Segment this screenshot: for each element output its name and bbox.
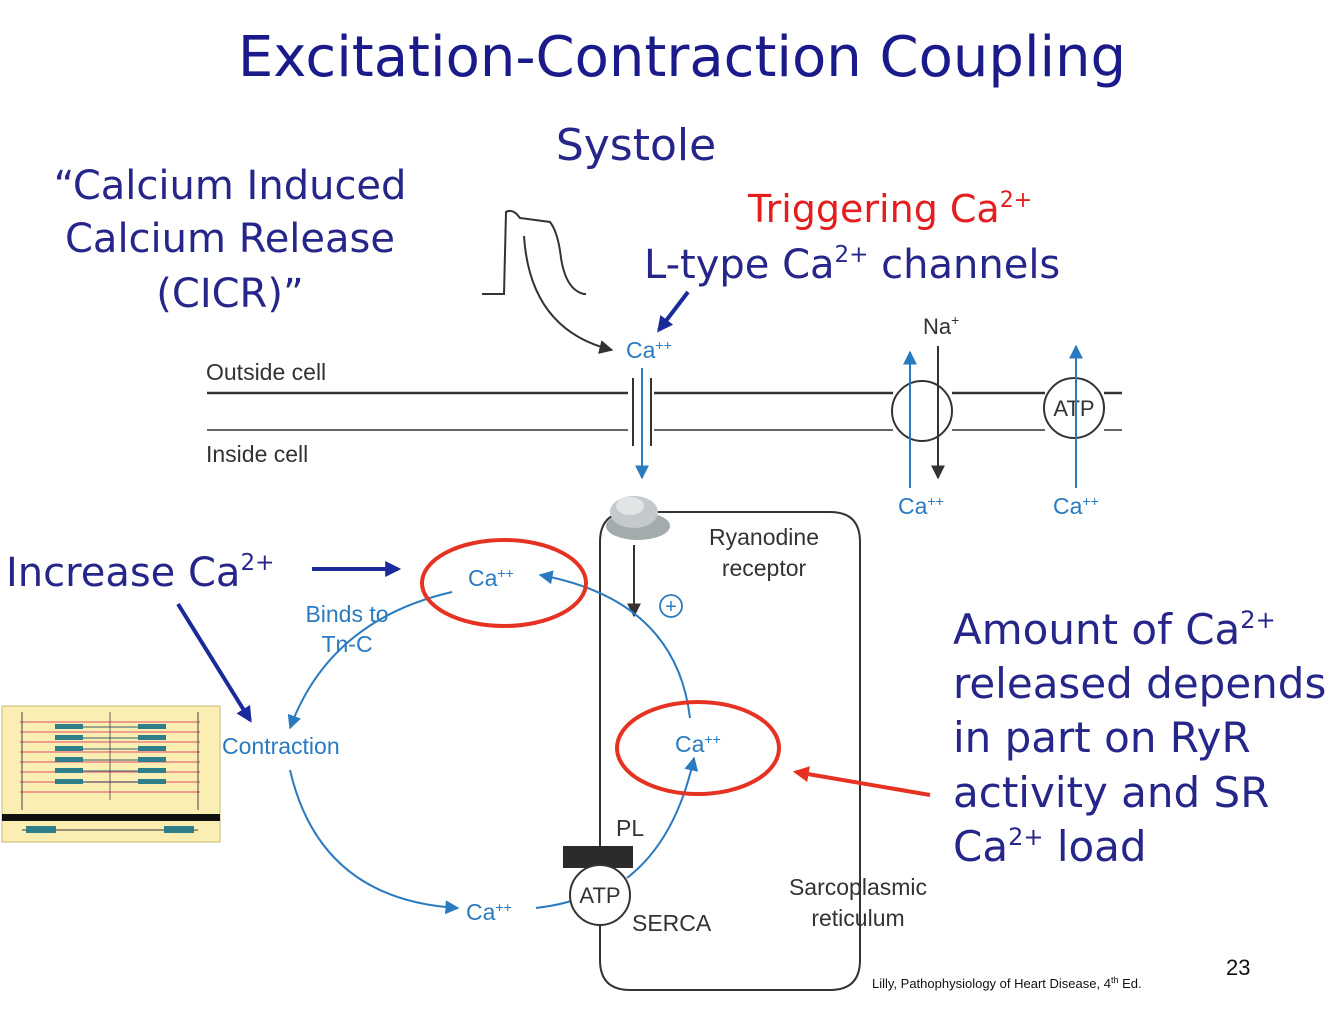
l-type-annotation-arrow: [657, 290, 690, 333]
triggering-ca-label: Triggering Ca2+: [747, 187, 1032, 231]
relaxation-arrow: [289, 769, 460, 915]
sr-label-1: Sarcoplasmic: [789, 874, 927, 900]
amount-line-3: in part on RyR: [953, 713, 1251, 762]
serca-pump: [569, 864, 631, 926]
cytosolic-ca-label: Ca++: [468, 565, 514, 591]
exchanger-ca-label: Ca++: [898, 493, 944, 519]
cicr-line-2: Calcium Release: [65, 216, 395, 262]
binds-tnc-arrow: [287, 591, 453, 730]
serca-uptake-arrow: [626, 756, 699, 879]
increase-ca-label: Increase Ca2+: [6, 550, 274, 596]
amount-line-5: Ca2+ load: [953, 822, 1147, 871]
l-type-channel: [632, 378, 652, 446]
amount-line-1-superscript: 2+: [1240, 606, 1275, 634]
pmca-atp-label: ATP: [1053, 396, 1094, 421]
cicr-line-3: (CICR)”: [156, 271, 303, 317]
sr-load-annotation-arrow: [792, 766, 931, 797]
ca-entry-label: Ca++: [626, 337, 672, 363]
positive-feedback-icon: [659, 594, 683, 618]
triggering-ca-text: Triggering Ca: [747, 187, 1000, 231]
contraction-annotation-arrow: [176, 602, 252, 723]
ca-to-serca-line: [535, 899, 575, 909]
positive-feedback-sign: +: [665, 596, 677, 618]
systole-subtitle: Systole: [556, 120, 716, 171]
recycled-ca-label: Ca++: [466, 899, 512, 925]
amount-line-1: Amount of Ca2+: [953, 605, 1276, 654]
citation: Lilly, Pathophysiology of Heart Disease,…: [872, 975, 1142, 991]
na-ion-label: Na+: [923, 312, 959, 339]
pl-label: PL: [616, 815, 644, 841]
l-type-text: L-type Ca: [644, 242, 835, 288]
amount-line-2: released depends: [953, 659, 1326, 708]
sr-label-2: reticulum: [811, 905, 904, 931]
binds-to-label-2: Tn-C: [321, 631, 372, 657]
sr-release-to-cytosol-arrow: [538, 570, 691, 719]
l-type-superscript: 2+: [835, 242, 869, 268]
sarcomere-illustration: [1, 705, 221, 843]
ryanodine-label-1: Ryanodine: [709, 524, 819, 550]
action-potential-trace: [482, 209, 586, 295]
plasma-membrane-ca-atpase: [1043, 377, 1105, 439]
amount-line-5-suffix: load: [1043, 822, 1146, 871]
increase-ca-text: Increase Ca: [6, 550, 240, 596]
na-ca-exchanger: [891, 380, 953, 442]
amount-line-5-text: Ca: [953, 822, 1008, 871]
outside-cell-label: Outside cell: [206, 359, 326, 385]
sr-ca-label: Ca++: [675, 731, 721, 757]
highlight-sr-ca: [615, 700, 781, 796]
amount-released-note: Amount of Ca2+ released depends in part …: [953, 605, 1326, 871]
slide-title: Excitation-Contraction Coupling: [238, 25, 1126, 90]
ryanodine-label-2: receptor: [722, 555, 807, 581]
binds-to-label-1: Binds to: [305, 601, 388, 627]
l-type-channels-text: channels: [868, 242, 1060, 288]
triggering-ca-superscript: 2+: [1000, 188, 1032, 213]
ryanodine-receptor-icon: [606, 496, 670, 540]
action-potential-arrow: [523, 235, 614, 354]
serca-label: SERCA: [632, 910, 712, 936]
contraction-label: Contraction: [222, 733, 340, 759]
inside-cell-label: Inside cell: [206, 441, 308, 467]
pmca-ca-label: Ca++: [1053, 493, 1099, 519]
highlight-cytosolic-ca: [420, 538, 588, 628]
amount-line-4: activity and SR: [953, 768, 1269, 817]
serca-atp-label: ATP: [579, 883, 620, 908]
increase-ca-superscript: 2+: [240, 550, 274, 576]
cicr-line-1: “Calcium Induced: [54, 163, 407, 209]
phospholamban-block: [563, 846, 633, 868]
amount-line-5-superscript: 2+: [1008, 823, 1043, 851]
l-type-channels-label: L-type Ca2+ channels: [644, 242, 1060, 288]
cicr-label: “Calcium Induced Calcium Release (CICR)”: [54, 163, 407, 317]
amount-line-1-text: Amount of Ca: [953, 605, 1240, 654]
page-number: 23: [1226, 955, 1250, 980]
